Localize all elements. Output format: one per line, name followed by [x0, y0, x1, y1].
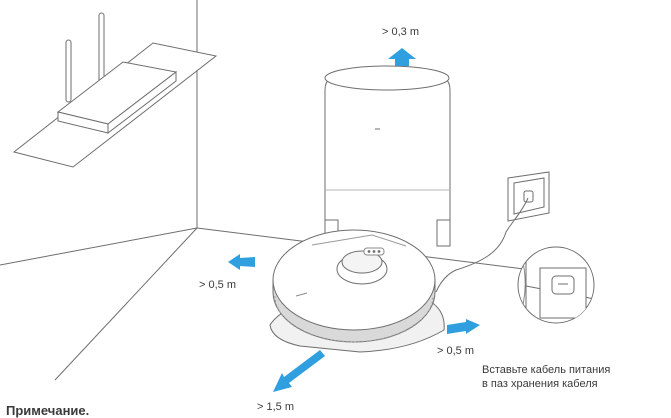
top-clearance-label: > 0,3 m: [382, 26, 419, 38]
left-clearance-label: > 0,5 m: [199, 279, 236, 291]
arrow-down: [273, 350, 325, 392]
power-cable: [435, 197, 529, 293]
arrow-right: [447, 319, 480, 334]
robot-vacuum-icon: [272, 229, 436, 343]
note-heading: Примечание.: [6, 403, 90, 418]
right-clearance-label: > 0,5 m: [437, 345, 474, 357]
front-clearance-label: > 1,5 m: [257, 401, 294, 413]
arrow-up: [388, 48, 416, 66]
cable-slot-icon: [517, 246, 595, 324]
router-icon: [12, 12, 218, 168]
caption-line-1: Вставьте кабель питания: [482, 364, 611, 376]
cable-slot-caption: Вставьте кабель питания в паз хранения к…: [482, 363, 610, 391]
arrow-left: [228, 254, 255, 270]
caption-line-2: в паз хранения кабеля: [482, 378, 598, 390]
power-socket-icon: [507, 171, 550, 222]
